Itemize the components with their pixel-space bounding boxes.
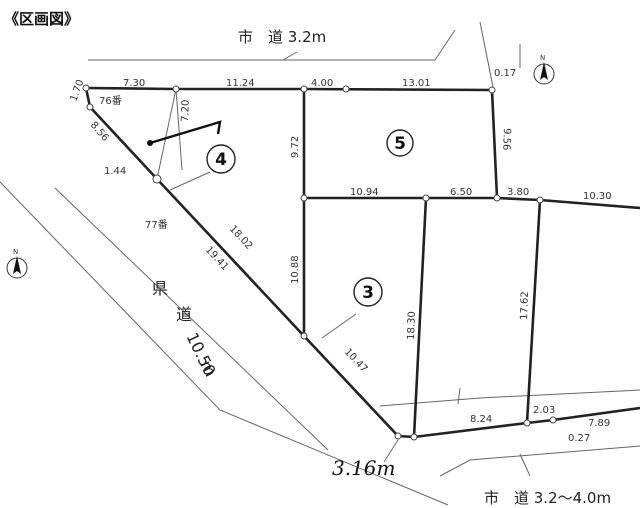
dim-17-62: 17.62 — [519, 291, 531, 320]
dim-7-20: 7.20 — [180, 99, 192, 122]
dim-7-20-line — [175, 88, 183, 171]
top-road: 市 道 3.2m — [88, 28, 456, 61]
plot-5-number: 5 — [394, 134, 406, 154]
plot-5-marker: 5 — [386, 129, 414, 157]
dim-7-30: 7.30 — [123, 78, 145, 89]
dim-4-00: 4.00 — [311, 78, 333, 89]
bottom-road-label: 市 道 3.2〜4.0m — [484, 489, 611, 507]
map-title: 《区画図》 — [4, 10, 79, 28]
plot-3-number: 3 — [362, 283, 374, 303]
dim-8-56: 8.56 — [88, 120, 111, 144]
handwritten-frontage: 3.16m — [332, 456, 396, 480]
prefectural-road-unit: m — [196, 357, 220, 379]
lot-boundaries — [84, 86, 640, 439]
prefectural-road-name-2: 道 — [176, 305, 192, 324]
boundary-points — [82, 84, 557, 441]
lot-sub-line — [156, 88, 177, 180]
dim-2-03: 2.03 — [533, 405, 555, 416]
dim-11-24: 11.24 — [226, 78, 255, 89]
dim-9-56: 9.56 — [500, 128, 512, 151]
structure-dot — [147, 140, 153, 146]
dim-1-44: 1.44 — [104, 166, 126, 177]
dim-0-17a: 0.17 — [494, 68, 516, 79]
dim-10-47: 10.47 — [342, 347, 370, 375]
dim-10-30: 10.30 — [583, 191, 612, 202]
top-road-edge — [479, 21, 495, 93]
top-road-label: 市 道 3.2m — [238, 28, 326, 46]
dim-8-24: 8.24 — [470, 414, 492, 425]
dim-1-70: 1.70 — [68, 78, 86, 103]
structure-mark — [149, 120, 222, 145]
north-label-left: N — [13, 248, 18, 256]
north-label-top: N — [540, 54, 545, 62]
lot-77-label: 77番 — [145, 219, 168, 231]
lot-76-label: 76番 — [99, 95, 122, 107]
dim-19-41: 19.41 — [203, 245, 231, 273]
bottom-road: 市 道 3.2〜4.0m — [379, 387, 640, 507]
plot-4-marker: 4 — [206, 144, 236, 174]
north-arrow-left-icon: N — [6, 248, 28, 279]
dim-18-02: 18.02 — [227, 224, 255, 252]
prefectural-road-name-1: 県 — [152, 279, 168, 298]
dim-7-89: 7.89 — [588, 418, 610, 429]
north-arrow-top-icon: N — [533, 54, 555, 85]
dim-6-50: 6.50 — [450, 187, 472, 198]
dim-13-01: 13.01 — [402, 78, 431, 89]
dim-3-80: 3.80 — [507, 187, 529, 198]
plot4-leader — [169, 171, 211, 191]
plot-4-number: 4 — [215, 150, 227, 170]
handwritten-leader — [383, 439, 399, 463]
dim-10-88: 10.88 — [290, 255, 301, 284]
dim-0-27: 0.27 — [568, 433, 590, 444]
dim-18-30: 18.30 — [406, 311, 418, 340]
dim-10-94: 10.94 — [350, 187, 379, 198]
dim-9-72: 9.72 — [290, 136, 301, 158]
plot-3-marker: 3 — [321, 277, 383, 339]
